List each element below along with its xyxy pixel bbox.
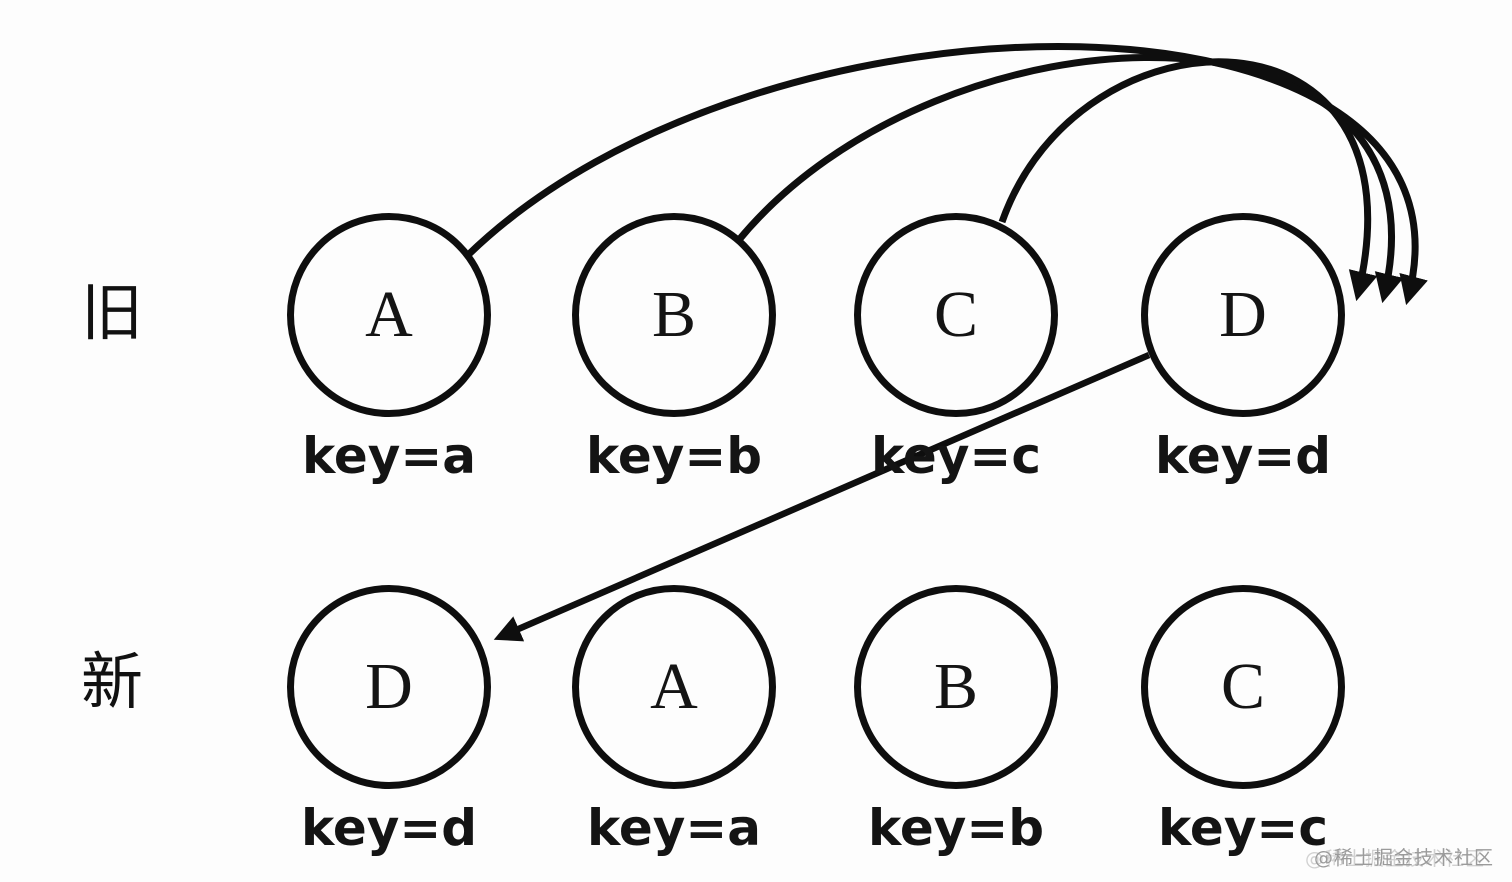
key-label-new-c: key=c xyxy=(1158,799,1328,857)
node-letter: D xyxy=(365,650,413,723)
key-label-old-b: key=b xyxy=(585,427,763,485)
node-old-b: B key=b xyxy=(572,213,776,484)
node-new-b: B key=b xyxy=(854,585,1058,856)
node-letter: C xyxy=(1220,650,1266,723)
node-old-c: C key=c xyxy=(854,213,1058,484)
row-label-old: 旧 xyxy=(80,280,143,348)
circle-new-b: B xyxy=(854,585,1058,789)
node-new-c: C key=c xyxy=(1141,585,1345,856)
key-label-old-a: key=a xyxy=(301,427,477,485)
circle-new-d: D xyxy=(287,585,491,789)
circle-old-d: D xyxy=(1141,213,1345,417)
node-letter: A xyxy=(365,278,413,351)
key-label-new-a: key=a xyxy=(586,799,762,857)
circle-old-c: C xyxy=(854,213,1058,417)
key-label-new-d: key=d xyxy=(300,799,478,857)
circle-old-b: B xyxy=(572,213,776,417)
node-letter: B xyxy=(933,650,979,723)
watermark-text: @稀土掘金技术社区 xyxy=(1313,847,1494,869)
key-label-old-c: key=c xyxy=(871,427,1041,485)
circle-new-c: C xyxy=(1141,585,1345,789)
node-letter: B xyxy=(651,278,697,351)
node-letter: A xyxy=(650,650,698,723)
node-new-d: D key=d xyxy=(287,585,491,856)
node-old-d: D key=d xyxy=(1141,213,1345,484)
circle-old-a: A xyxy=(287,213,491,417)
row-label-new: 新 xyxy=(80,649,143,717)
node-new-a: A key=a xyxy=(572,585,776,856)
node-letter: C xyxy=(933,278,979,351)
node-letter: D xyxy=(1219,278,1267,351)
node-old-a: A key=a xyxy=(287,213,491,484)
key-label-old-d: key=d xyxy=(1154,427,1332,485)
key-label-new-b: key=b xyxy=(867,799,1045,857)
circle-new-a: A xyxy=(572,585,776,789)
